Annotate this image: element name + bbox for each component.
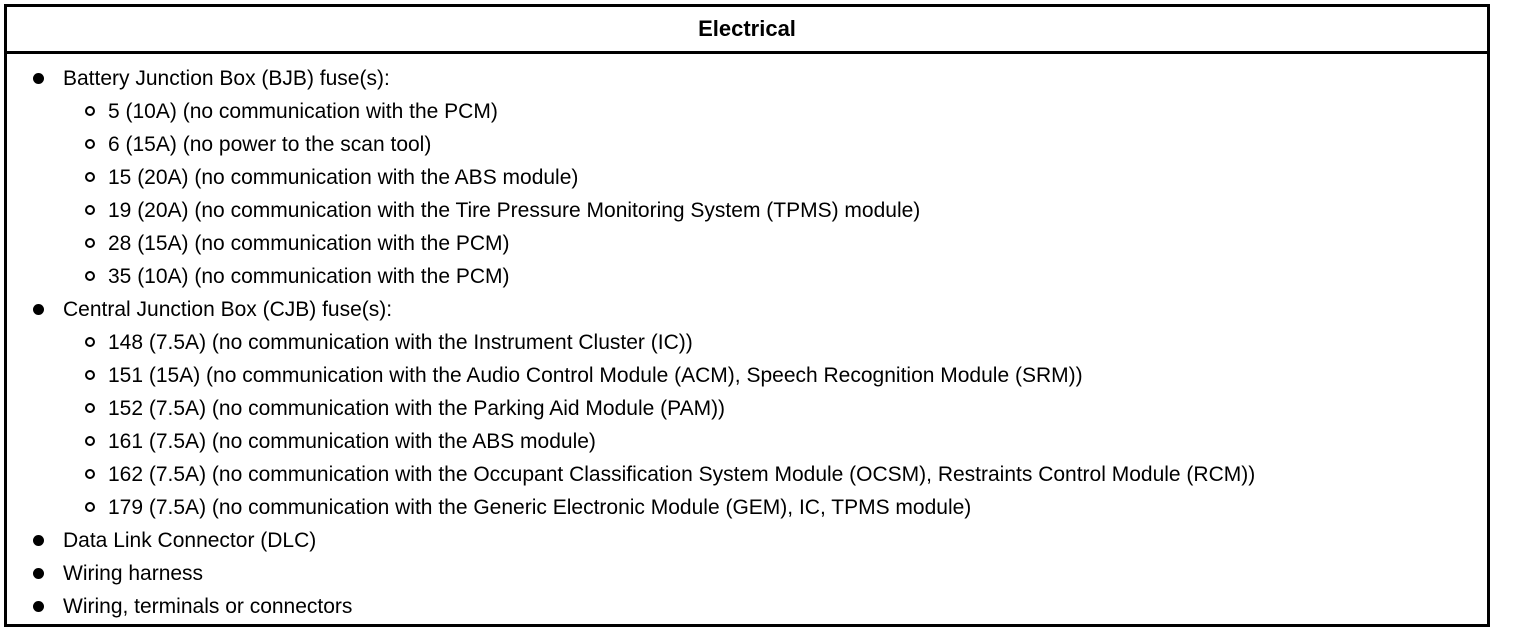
fuse-item-label: 28 (15A) (no communication with the PCM): [108, 232, 510, 255]
fuse-item: 179 (7.5A) (no communication with the Ge…: [7, 491, 1487, 524]
circle-bullet-icon: [85, 403, 95, 413]
fuse-item-label: 152 (7.5A) (no communication with the Pa…: [108, 397, 726, 420]
fuse-item: 6 (15A) (no power to the scan tool): [7, 128, 1487, 161]
list-item-label: Battery Junction Box (BJB) fuse(s):: [63, 67, 390, 90]
list-item-bjb: Battery Junction Box (BJB) fuse(s): 5 (1…: [7, 62, 1487, 293]
electrical-spec-table: Electrical Battery Junction Box (BJB) fu…: [4, 4, 1490, 627]
component-list: Battery Junction Box (BJB) fuse(s): 5 (1…: [7, 62, 1487, 623]
fuse-item-label: 161 (7.5A) (no communication with the AB…: [108, 430, 596, 453]
fuse-item-label: 179 (7.5A) (no communication with the Ge…: [108, 496, 972, 519]
fuse-item: 35 (10A) (no communication with the PCM): [7, 260, 1487, 293]
fuse-item-label: 148 (7.5A) (no communication with the In…: [108, 331, 693, 354]
fuse-item-label: 19 (20A) (no communication with the Tire…: [108, 199, 921, 222]
table-body: Battery Junction Box (BJB) fuse(s): 5 (1…: [7, 54, 1487, 623]
circle-bullet-icon: [85, 106, 95, 116]
fuse-item: 151 (15A) (no communication with the Aud…: [7, 359, 1487, 392]
list-item-label: Wiring harness: [63, 562, 204, 585]
bjb-fuse-list: 5 (10A) (no communication with the PCM) …: [7, 95, 1487, 293]
circle-bullet-icon: [85, 502, 95, 512]
circle-bullet-icon: [85, 370, 95, 380]
bullet-icon: [33, 568, 44, 579]
fuse-item: 152 (7.5A) (no communication with the Pa…: [7, 392, 1487, 425]
fuse-item: 19 (20A) (no communication with the Tire…: [7, 194, 1487, 227]
fuse-item-label: 15 (20A) (no communication with the ABS …: [108, 166, 579, 189]
bullet-icon: [33, 601, 44, 612]
fuse-item: 162 (7.5A) (no communication with the Oc…: [7, 458, 1487, 491]
list-item-label: Data Link Connector (DLC): [63, 529, 317, 552]
table-header: Electrical: [7, 7, 1487, 54]
bullet-icon: [33, 304, 44, 315]
list-row: Data Link Connector (DLC): [7, 524, 1487, 557]
list-item-dlc: Data Link Connector (DLC): [7, 524, 1487, 557]
list-row: Wiring harness: [7, 557, 1487, 590]
fuse-item: 161 (7.5A) (no communication with the AB…: [7, 425, 1487, 458]
circle-bullet-icon: [85, 337, 95, 347]
fuse-item-label: 35 (10A) (no communication with the PCM): [108, 265, 510, 288]
cjb-fuse-list: 148 (7.5A) (no communication with the In…: [7, 326, 1487, 524]
circle-bullet-icon: [85, 238, 95, 248]
circle-bullet-icon: [85, 436, 95, 446]
bullet-icon: [33, 73, 44, 84]
fuse-item-label: 5 (10A) (no communication with the PCM): [108, 100, 498, 123]
circle-bullet-icon: [85, 469, 95, 479]
fuse-item-label: 162 (7.5A) (no communication with the Oc…: [108, 463, 1256, 486]
circle-bullet-icon: [85, 205, 95, 215]
list-item-label: Central Junction Box (CJB) fuse(s):: [63, 298, 393, 321]
fuse-item-label: 6 (15A) (no power to the scan tool): [108, 133, 432, 156]
circle-bullet-icon: [85, 139, 95, 149]
bullet-icon: [33, 535, 44, 546]
circle-bullet-icon: [85, 271, 95, 281]
list-item-wiring-harness: Wiring harness: [7, 557, 1487, 590]
fuse-item: 15 (20A) (no communication with the ABS …: [7, 161, 1487, 194]
list-item-cjb: Central Junction Box (CJB) fuse(s): 148 …: [7, 293, 1487, 524]
fuse-item: 28 (15A) (no communication with the PCM): [7, 227, 1487, 260]
list-row: Wiring, terminals or connectors: [7, 590, 1487, 623]
list-row: Central Junction Box (CJB) fuse(s):: [7, 293, 1487, 326]
circle-bullet-icon: [85, 172, 95, 182]
list-row: Battery Junction Box (BJB) fuse(s):: [7, 62, 1487, 95]
table-title: Electrical: [698, 16, 796, 41]
fuse-item-label: 151 (15A) (no communication with the Aud…: [108, 364, 1083, 387]
list-item-wiring-terminals: Wiring, terminals or connectors: [7, 590, 1487, 623]
fuse-item: 148 (7.5A) (no communication with the In…: [7, 326, 1487, 359]
fuse-item: 5 (10A) (no communication with the PCM): [7, 95, 1487, 128]
list-item-label: Wiring, terminals or connectors: [63, 595, 353, 618]
